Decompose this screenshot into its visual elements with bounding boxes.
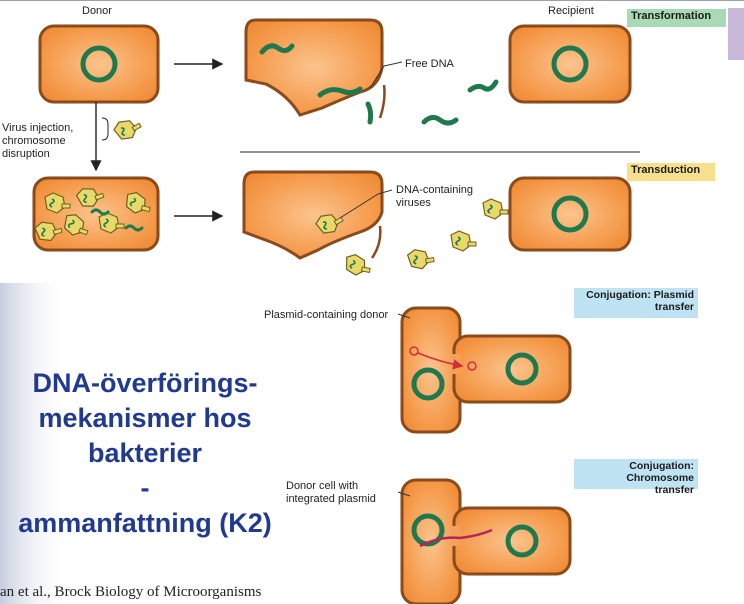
dna-fragment xyxy=(317,86,363,98)
dna-fragment xyxy=(467,79,499,93)
plasmid-donor-label: Plasmid-containing donor xyxy=(264,309,389,321)
plasmid-icon xyxy=(467,361,477,371)
dna-fragment xyxy=(259,43,295,55)
leader-line xyxy=(397,313,411,319)
leader-line xyxy=(377,189,393,195)
chromosome-icon xyxy=(411,513,445,547)
source-credit: an et al., Brock Biology of Microorganis… xyxy=(0,584,262,600)
conjugation-plasmid-tag: Conjugation: Plasmid transfer xyxy=(574,288,698,318)
chromosome-icon xyxy=(411,367,445,401)
donor-label: Donor xyxy=(82,5,112,17)
transferred-chromosome xyxy=(419,528,493,548)
plasmid-donor-cell xyxy=(400,306,462,434)
free-dna-label: Free DNA xyxy=(405,58,454,70)
leader-line xyxy=(383,61,403,67)
transformation-recipient-cell xyxy=(508,24,632,104)
transformation-tag: Transformation xyxy=(627,9,726,27)
brace xyxy=(101,117,109,141)
lysed-infected-cell xyxy=(242,170,384,260)
phage-icon xyxy=(406,245,436,272)
plasmid-icon xyxy=(409,346,419,356)
side-thumbnail xyxy=(728,8,744,60)
recipient-label: Recipient xyxy=(548,5,594,17)
leader-line xyxy=(369,65,385,89)
dna-fragment xyxy=(421,114,459,126)
slide-title: DNA-överförings- mekanismer hos bakterie… xyxy=(18,368,272,538)
leader-line xyxy=(397,491,411,497)
leader-line xyxy=(339,193,379,219)
phage-icon xyxy=(450,230,477,252)
chromosome-icon xyxy=(551,195,589,233)
transformation-donor-cell xyxy=(38,24,160,104)
mating-bridge xyxy=(452,526,460,546)
chromosome-icon xyxy=(505,352,539,386)
phage-icon xyxy=(111,112,145,145)
conjugation-chromosome-tag: Conjugation: Chromosome transfer xyxy=(574,459,698,496)
infected-donor-cell xyxy=(32,176,160,252)
phage-icon xyxy=(482,198,509,220)
plasmid-transfer-arrow xyxy=(417,352,464,370)
transduction-recipient-cell xyxy=(508,176,632,252)
chromosome-recipient-cell xyxy=(452,506,572,576)
dna-fragment xyxy=(365,101,374,125)
lysed-donor-cell xyxy=(244,18,386,119)
slide-fade xyxy=(0,283,70,604)
transduction-tag: Transduction xyxy=(627,163,715,181)
chromosome-icon xyxy=(551,45,589,83)
phage-icon xyxy=(343,252,373,279)
chromosome-icon xyxy=(80,45,118,83)
plasmid-recipient-cell xyxy=(452,334,572,404)
chromosome-icon xyxy=(505,524,539,558)
